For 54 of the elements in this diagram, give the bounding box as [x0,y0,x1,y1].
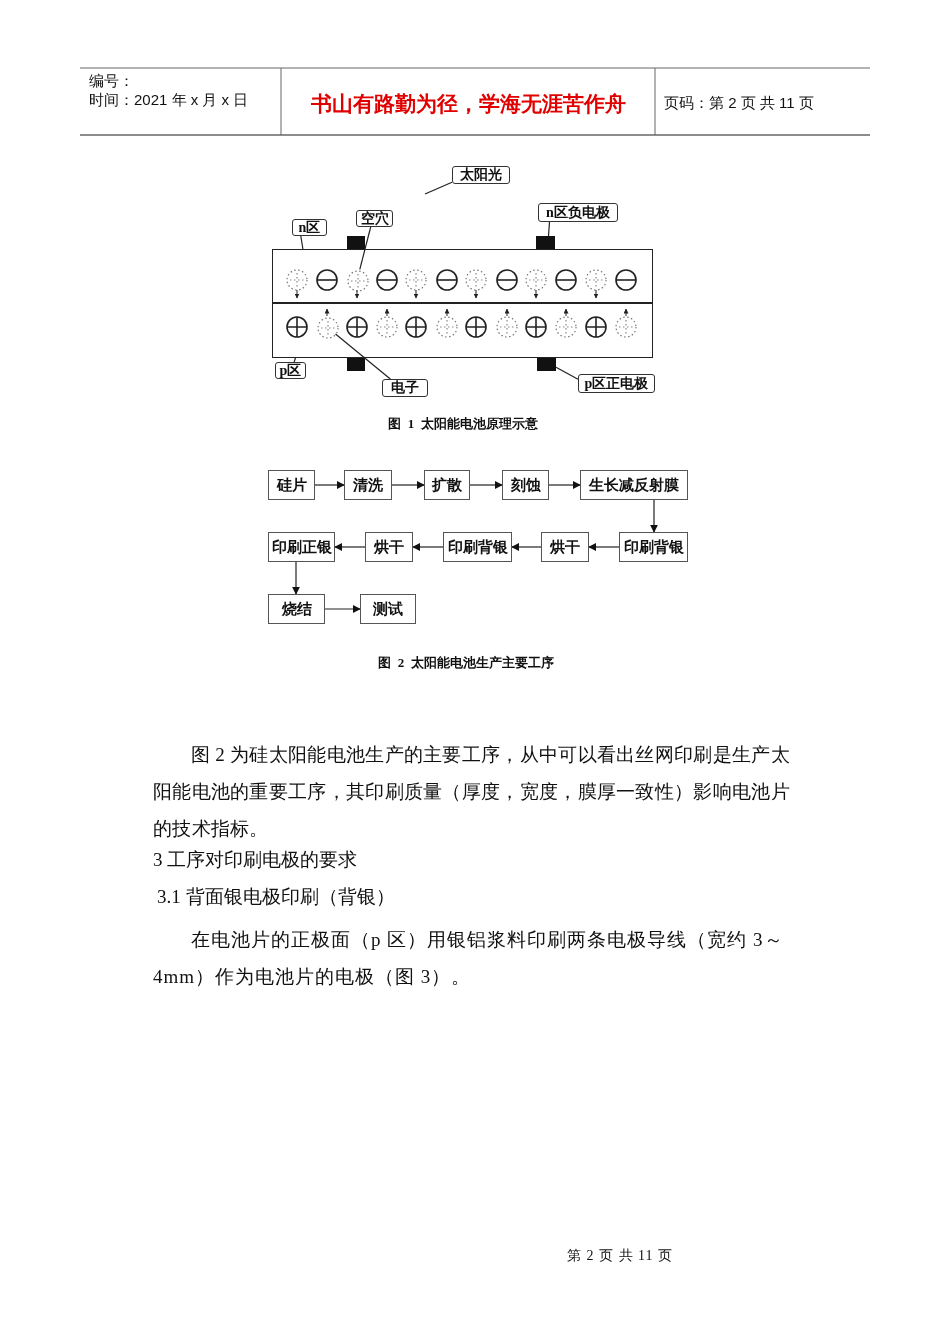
leader-line [555,366,579,380]
process-box: 印刷正银 [268,532,335,562]
electron-circle [317,317,339,339]
figure-caption: 图 2 太阳能电池生产主要工序 [376,654,556,671]
callout-label: p区 [275,362,306,379]
section-heading: 3 工序对印刷电极的要求 [153,848,359,872]
leader-line [293,357,297,363]
process-box: 烘干 [541,532,589,562]
process-box: 印刷背银 [619,532,688,562]
callout-label: 太阳光 [452,166,510,184]
callout-label: n区负电极 [538,203,618,222]
body-paragraph: 图 2 为硅太阳能电池生产的主要工序，从中可以看出丝网印刷是生产太阳能电池的重要工序，其印刷质量（厚度，宽度，膜厚一致性）影响电池片的技术指标。 [153,743,791,841]
arrow [469,481,503,489]
process-box: 烧结 [268,594,325,624]
callout-label: 电子 [382,379,428,397]
arrow [412,543,444,551]
page-footer: 第 2 页 共 11 页 [520,1247,720,1265]
hole-circle [347,270,369,292]
leader-line [300,235,304,250]
process-box: 烘干 [365,532,413,562]
process-box: 生长减反射膜 [580,470,688,500]
leader-line [424,181,453,195]
arrow [391,481,425,489]
electrode-bar [537,358,556,371]
leader-line [359,226,372,270]
arrow [324,605,361,613]
arrow [334,543,366,551]
body-paragraph: 在电池片的正极面（p 区）用银铝浆料印刷两条电极导线（宽约 3～4mm）作为电池片的电极（图 3）。 [153,928,785,989]
process-box: 测试 [360,594,416,624]
process-box: 印刷背银 [443,532,512,562]
arrow [511,543,542,551]
callout-label: n区 [292,219,327,236]
process-box: 扩散 [424,470,470,500]
callout-label: 空穴 [356,210,393,227]
callout-label: p区正电极 [578,374,655,393]
p-region-layer [272,303,653,358]
process-box: 硅片 [268,470,315,500]
n-region-layer [272,249,653,303]
page-number: 页码：第 2 页 共 11 页 [664,93,815,113]
field-label: 编号： [89,71,135,91]
arrow [548,481,581,489]
process-box: 清洗 [344,470,392,500]
motto-text: 书山有路勤为径，学海无涯苦作舟 [309,91,627,117]
figure-caption: 图 1 太阳能电池原理示意 [386,415,540,432]
arrow [650,499,658,533]
process-box: 刻蚀 [502,470,549,500]
arrow [314,481,345,489]
arrow [588,543,620,551]
subsection-heading: 3.1 背面银电极印刷（背银） [157,885,396,909]
electrode-bar [536,236,555,249]
leader-line [334,333,391,380]
date-field: 时间：2021 年 x 月 x 日 [89,90,279,110]
arrow [292,561,300,595]
leader-line [547,221,551,237]
